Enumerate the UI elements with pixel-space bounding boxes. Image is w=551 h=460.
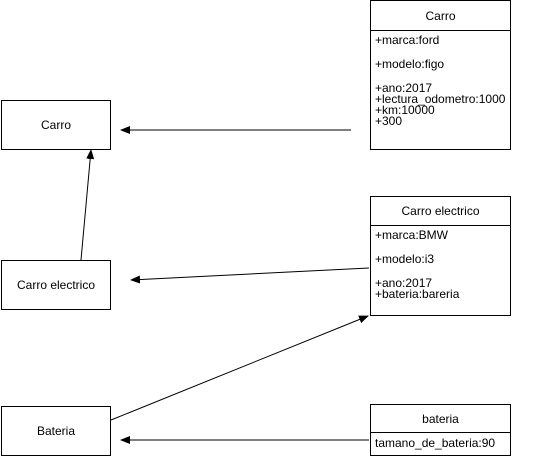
object-attr: +ano:2017 [375, 276, 433, 290]
arrow-electric-class-to-carro-class [80, 149, 95, 261]
arrow-bateria-class-to-electric-object [110, 315, 369, 421]
object-attr: +marca:ford [375, 33, 440, 47]
object-carro-electrico[interactable]: Carro electrico +marca:BMW +modelo:i3 +a… [370, 196, 511, 316]
arrow-electric-object-to-class [130, 267, 370, 284]
object-attr: +ano:2017 [375, 81, 433, 95]
class-carro[interactable]: Carro [1, 100, 111, 150]
object-carro-title: Carro [371, 1, 510, 31]
object-attr: +marca:BMW [375, 228, 449, 242]
class-carro-electrico[interactable]: Carro electrico [1, 260, 111, 310]
object-attr: +lectura_odometro:1000 [375, 92, 506, 106]
object-carro-electrico-title: Carro electrico [371, 197, 510, 226]
object-attr: +300 [375, 114, 403, 128]
class-bateria[interactable]: Bateria [1, 406, 111, 456]
class-bateria-label: Bateria [36, 424, 76, 438]
object-attr: +modelo:figo [375, 57, 445, 71]
object-attr: +km:10000 [375, 103, 435, 117]
object-attr: tamano_de_bateria:90 [375, 436, 496, 450]
class-carro-label: Carro [40, 118, 71, 132]
object-attr: +bateria:bareria [375, 287, 460, 301]
object-attr: +modelo:i3 [375, 252, 435, 266]
object-bateria[interactable]: bateria tamano_de_bateria:90 [370, 404, 511, 456]
object-carro[interactable]: Carro +marca:ford +modelo:figo +ano:2017… [370, 0, 511, 150]
class-carro-electrico-label: Carro electrico [16, 278, 96, 292]
object-bateria-title: bateria [371, 405, 510, 433]
